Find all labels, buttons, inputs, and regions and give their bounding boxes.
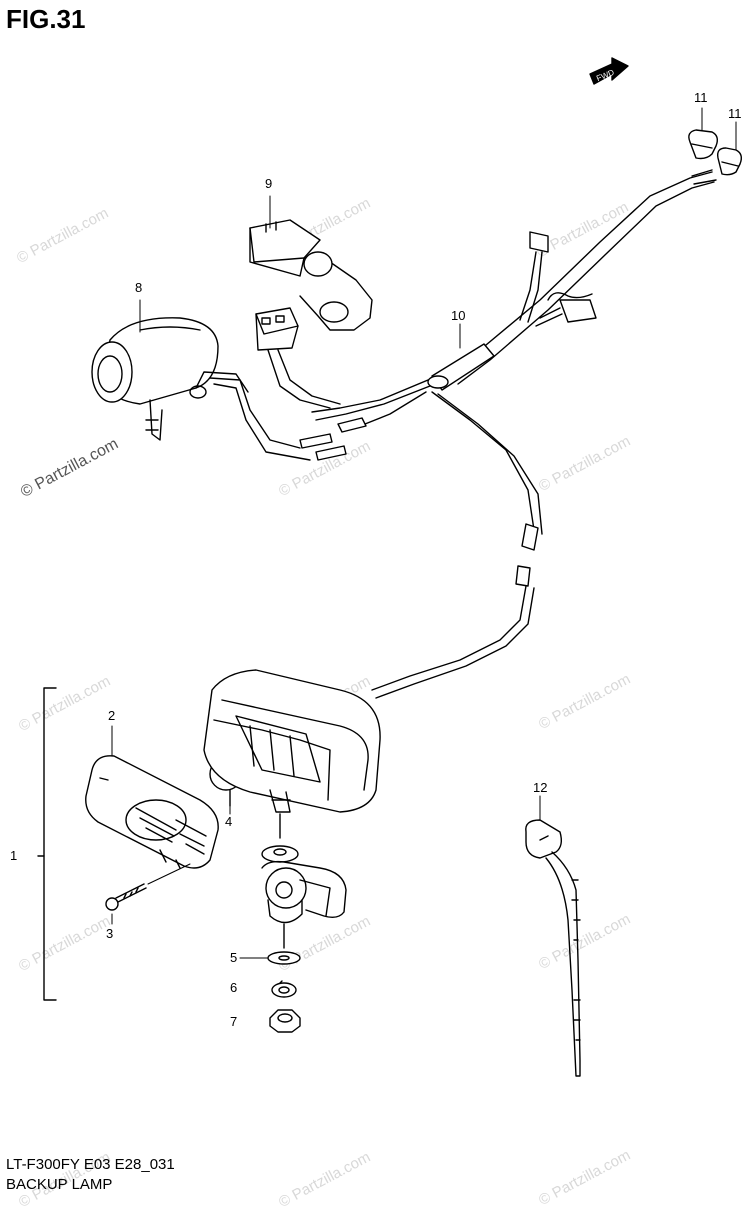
figure-name: BACKUP LAMP [6,1176,113,1193]
callout-5: 5 [230,950,238,965]
part-5-washer [267,951,301,965]
callout-10: 10 [451,308,466,323]
callout-8: 8 [135,280,143,295]
callout-9: 9 [265,176,273,191]
callout-12: 12 [533,780,548,795]
mount-bracket [261,845,347,949]
part-8-lamp [91,317,311,461]
part-6-lock-washer [271,980,297,998]
part-3-screw [105,863,191,911]
callout-1: 1 [10,848,18,863]
callout-3: 3 [106,926,114,941]
callout-4: 4 [225,814,233,829]
callout-2: 2 [108,708,116,723]
callout-11-a: 11 [694,90,708,105]
part-2-lens [85,755,219,869]
fwd-arrow-icon: FWD [589,57,629,85]
callout-11-b: 11 [728,106,742,121]
leader-lines [111,107,737,959]
part-1-bracket [37,687,57,1001]
callout-6: 6 [230,980,238,995]
part-9-switch [249,219,373,409]
part-10-wiring-harness [299,169,717,699]
part-7-nut [269,1009,301,1033]
part-11-cap [688,129,743,176]
figure-code: LT-F300FY E03 E28_031 [6,1156,175,1173]
callout-7: 7 [230,1014,238,1029]
figure-title: FIG.31 [6,4,86,34]
part-12-cable-tie [525,819,581,1077]
backup-lamp-housing [203,669,381,839]
